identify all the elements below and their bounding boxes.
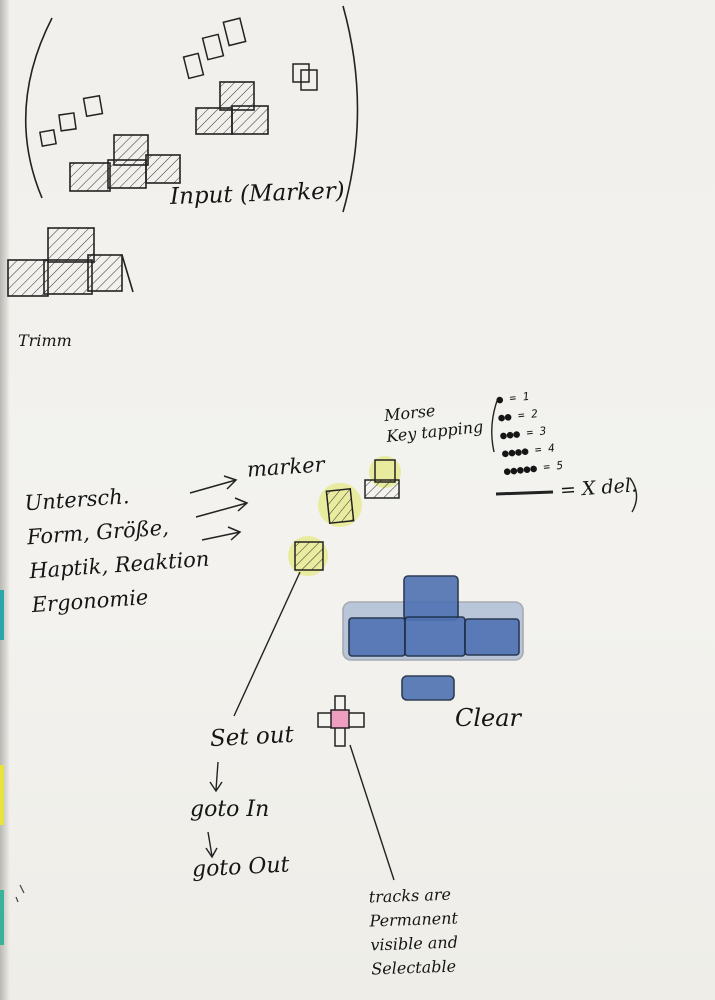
marker-to-setout-line: [233, 571, 301, 717]
small-squares-right: [292, 63, 318, 91]
label-tracks-note: tracks are Permanent visible and Selecta…: [368, 884, 459, 979]
cursor-to-tracks-line: [349, 744, 395, 881]
hatched-block-stack-large: [7, 227, 123, 297]
hatched-marker-token-icon: [288, 456, 401, 576]
paper-edge: [0, 0, 10, 1000]
hatched-block-stack-icon: [69, 134, 181, 192]
label-differences: Untersch. Form, Größe, Haptik, Reaktion …: [23, 484, 211, 618]
legend-long-bar: [495, 490, 554, 496]
down-arrows: [205, 761, 223, 859]
arrows-to-marker: [189, 475, 249, 541]
label-morse-legend: ● = 1 ●● = 2 ●●● = 3 ●●●● = 4 ●●●●● = 5: [495, 389, 564, 478]
hatched-block-stack-top: [195, 81, 269, 135]
corner-scribble: [15, 884, 25, 903]
blue-track-blocks-icon: [342, 575, 524, 701]
label-goto-in: goto In: [190, 797, 270, 822]
label-goto-out: goto Out: [191, 852, 291, 883]
group-arc-left: [24, 17, 53, 199]
stack-slant: [121, 254, 134, 293]
teal-edge-tab: [0, 890, 4, 945]
cyan-edge-tab: [0, 590, 4, 640]
legend-bracket-right: [629, 477, 638, 513]
group-arc-right: [342, 5, 359, 213]
small-squares-left: [39, 94, 104, 147]
yellow-edge-tab: [0, 765, 4, 825]
label-clear: Clear: [455, 704, 522, 732]
small-squares-top: [182, 17, 247, 80]
label-trimm: Trimm: [18, 331, 72, 350]
legend-bracket-left: [491, 397, 499, 453]
label-set-out: Set out: [209, 721, 295, 753]
crosshair-playhead-icon: [317, 695, 365, 747]
